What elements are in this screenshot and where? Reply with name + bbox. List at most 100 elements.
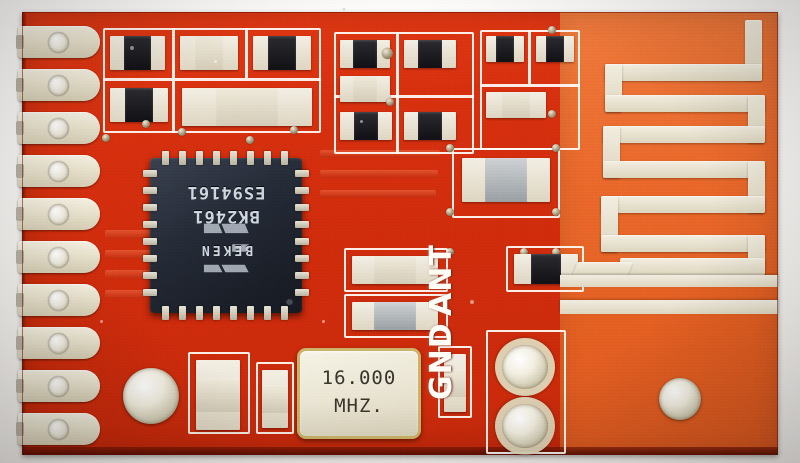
pad-hole	[48, 75, 69, 96]
chip-pin	[281, 306, 288, 320]
chip-pin	[213, 306, 220, 320]
edge-pad	[16, 198, 100, 230]
smd-inductor	[462, 158, 550, 202]
antenna-segment-horizontal	[620, 258, 765, 275]
component-body	[353, 112, 379, 140]
pcb-via	[446, 248, 454, 256]
pad-notch	[16, 336, 24, 350]
chip-pin	[143, 170, 157, 177]
component-body	[195, 36, 223, 70]
edge-pad	[16, 69, 100, 101]
chip-pin	[230, 151, 237, 165]
smd-component	[340, 112, 392, 140]
chip-pin	[143, 289, 157, 296]
pad-notch	[16, 422, 24, 436]
silkscreen-divider	[334, 95, 474, 98]
antenna-ground-pour	[560, 275, 778, 287]
chip-pin	[230, 306, 237, 320]
crystal-oscillator: 16.000 MHZ.	[297, 348, 421, 439]
pad-notch	[16, 293, 24, 307]
component-body	[530, 254, 562, 284]
copper-trace	[320, 190, 436, 198]
component-body	[501, 92, 531, 118]
pcb-via	[290, 126, 298, 134]
smd-component	[352, 256, 438, 284]
silkscreen-outline	[344, 248, 448, 292]
pad-annular-ring	[495, 397, 555, 455]
crystal-frequency-value: 16.000	[321, 367, 397, 389]
flux-speck	[100, 320, 103, 323]
board-bottom-rim	[22, 447, 778, 455]
pcb-via	[548, 110, 556, 118]
silkscreen-outline	[256, 362, 294, 434]
chip-pin	[295, 187, 309, 194]
antenna-feed-taper	[572, 262, 633, 276]
pad-notch	[16, 379, 24, 393]
silkscreen-outline	[344, 294, 448, 338]
component-body	[125, 88, 153, 122]
left-mounting-hole	[123, 368, 179, 424]
pcb-via	[552, 248, 560, 256]
component-body	[353, 76, 377, 102]
pcb-via	[520, 248, 528, 256]
antenna-ground-pour	[560, 300, 778, 314]
edge-pad	[16, 370, 100, 402]
chip-pin	[264, 306, 271, 320]
copper-trace	[105, 270, 151, 279]
pad-annular-ring	[495, 338, 555, 396]
component-body	[545, 36, 565, 62]
chip-brand-text: BEKEN	[198, 242, 254, 257]
antenna-segment-horizontal	[601, 235, 765, 252]
silkscreen-label-ant: ANT	[424, 244, 459, 316]
antenna-segment-horizontal	[605, 64, 762, 81]
chip-pin	[162, 306, 169, 320]
chip-pin	[213, 151, 220, 165]
crystal-frequency-unit: MHZ.	[334, 395, 384, 417]
smd-component	[182, 88, 312, 126]
silkscreen-divider	[396, 32, 399, 154]
chip-pin	[247, 306, 254, 320]
smd-component	[196, 360, 240, 430]
component-body	[495, 36, 515, 62]
pad-hole	[48, 376, 69, 397]
bk2461-rf-chip: ES94161 BK2461 BEKEN	[143, 151, 309, 320]
edge-pad	[16, 413, 100, 445]
chip-pin	[295, 255, 309, 262]
antenna-segment-horizontal	[605, 95, 765, 112]
flux-speck	[360, 120, 363, 123]
copper-trace	[105, 290, 149, 299]
chip-pin	[143, 187, 157, 194]
chip-pin	[295, 289, 309, 296]
chip-pin	[143, 238, 157, 245]
chip-pin	[295, 204, 309, 211]
component-body	[374, 256, 416, 284]
pcb-via	[142, 120, 150, 128]
chip-pin	[264, 151, 271, 165]
flux-speck	[470, 300, 474, 304]
chip-pin	[179, 151, 186, 165]
component-body	[268, 36, 296, 70]
silkscreen-outline	[334, 32, 474, 154]
chip-pin	[143, 272, 157, 279]
smd-component	[444, 354, 466, 412]
smd-component	[514, 254, 578, 284]
chip-pin	[162, 151, 169, 165]
silkscreen-outline	[188, 352, 250, 434]
copper-trace	[320, 150, 440, 158]
chip-pin	[281, 151, 288, 165]
smd-component	[352, 302, 438, 330]
component-body	[374, 302, 416, 330]
pad-hole	[48, 290, 69, 311]
chip-marking-lot-code: ES94161	[186, 182, 266, 202]
pcb-via	[382, 48, 393, 59]
chip-pin	[143, 204, 157, 211]
chip-pin	[143, 221, 157, 228]
edge-pad	[16, 26, 100, 58]
silkscreen-divider	[103, 78, 321, 81]
pad-hole	[48, 333, 69, 354]
smd-component	[253, 36, 311, 70]
gnd-through-hole	[495, 397, 555, 455]
beken-logo-icon	[203, 223, 249, 273]
chip-pin	[247, 151, 254, 165]
